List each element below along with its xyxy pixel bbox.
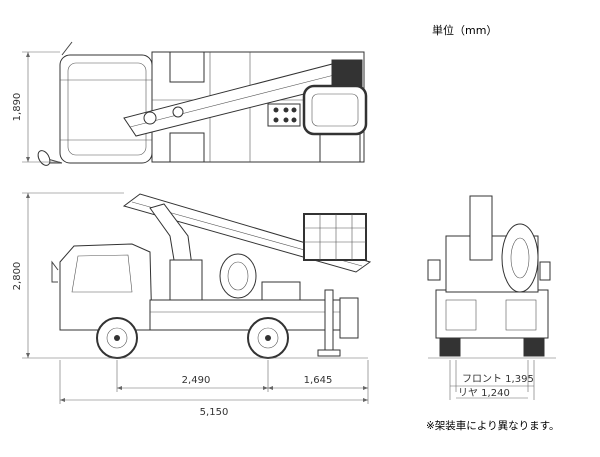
top-view: [22, 41, 368, 166]
dim-overall-length: 5,150: [200, 407, 229, 418]
dim-height: 2,800: [12, 262, 23, 291]
side-view: [22, 192, 372, 404]
unit-label: 単位（mm）: [432, 23, 497, 37]
dim-rear-tread: リヤ 1,240: [458, 388, 510, 399]
rear-view: [427, 195, 556, 400]
dim-rear-overhang: 1,645: [304, 375, 333, 386]
footnote: ※架装車により異なります。: [426, 419, 560, 432]
dim-top-width: 1,890: [12, 93, 23, 122]
dim-front-tread: フロント 1,395: [462, 374, 534, 385]
dim-wheelbase: 2,490: [182, 375, 211, 386]
